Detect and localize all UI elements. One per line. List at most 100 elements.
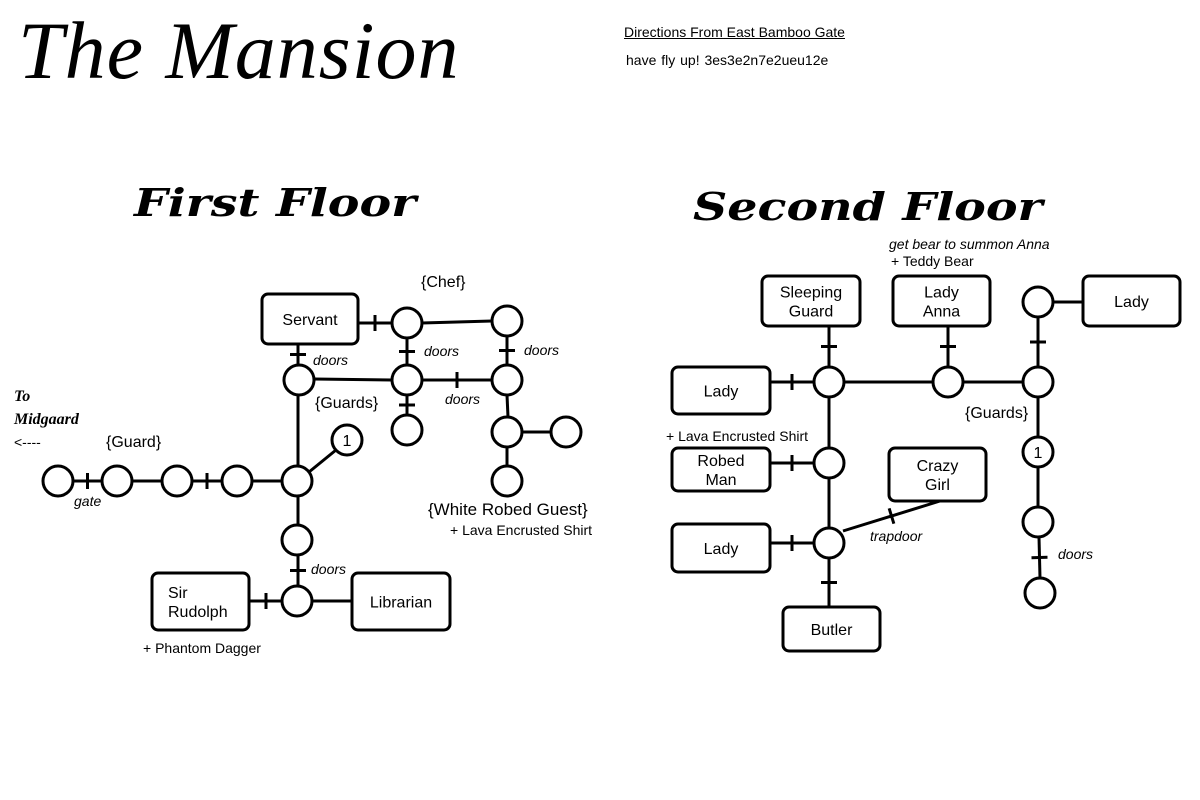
room-node [549,415,583,449]
door-label: doors [313,352,348,368]
npc-box [150,571,251,632]
npc-name: Robed [697,453,744,470]
room-node [490,304,524,338]
room-circle [812,446,846,480]
anna-hint-label: get bear to summon Anna [889,236,1050,252]
room-node [1021,365,1055,399]
guards-label: {Guards} [965,405,1029,422]
npc-name: Crazy [917,458,959,475]
door-marker [887,507,896,525]
room-circle [549,415,583,449]
door-label: doors [424,343,459,359]
room-node [931,365,965,399]
room-circle [280,584,314,618]
room-node [390,306,424,340]
npc-name: Servant [282,312,338,329]
npc-butler: Butler [781,605,882,653]
room-circle [1021,435,1055,469]
room-node [490,363,524,397]
npc-box [260,292,360,346]
room-circle [812,365,846,399]
exit-arrow: <---- [14,434,41,450]
room-circle [390,413,424,447]
chef-label: {Chef} [421,274,466,291]
npc-name: Lady [1114,294,1149,311]
room-node [1023,576,1057,610]
directions-heading[interactable]: Directions From East Bamboo Gate [624,24,845,40]
room-circle [160,464,194,498]
room-circle [220,464,254,498]
door-label: doors [1058,546,1093,562]
connection [308,448,337,474]
map-rooms: 11 [41,285,1057,618]
room-node [220,464,254,498]
room-number: 1 [343,433,352,450]
room-node [812,446,846,480]
room-node [280,584,314,618]
room-circle [100,464,134,498]
exit-label-midgaard: Midgaard [13,411,80,428]
room-node [812,365,846,399]
room-circle [280,464,314,498]
room-node [1021,285,1055,319]
npc-name: Anna [923,304,960,321]
npc-box [781,605,882,653]
room-circle [812,526,846,560]
map-labels: To Midgaard <---- {Guard} gate {Chef} {G… [13,236,1093,656]
connection [421,319,493,325]
door-label: doors [524,342,559,358]
door-label: doors [311,561,346,577]
room-circle [1021,505,1055,539]
room-node [282,363,316,397]
npc-box [1081,274,1182,328]
npc-lady-w2: Lady [670,522,772,574]
map-npcs: ServantSirRudolphLibrarianSleepingGuardL… [150,274,1182,653]
room-circle [280,523,314,557]
trapdoor-label: trapdoor [870,528,923,544]
npc-servant: Servant [260,292,360,346]
npc-box [670,522,772,574]
room-number: 1 [1034,445,1043,462]
npc-name: Rudolph [168,604,228,621]
npc-librarian: Librarian [350,571,452,632]
room-circle [490,415,524,449]
room-node [490,415,524,449]
npc-name: Girl [925,477,950,494]
room-circle [330,423,364,457]
guards-label: {Guards} [315,395,379,412]
directions-text: have fly up! 3es3e2n7e2ueu12e [626,52,829,68]
connection [505,394,510,418]
npc-name: Sleeping [780,285,842,302]
room-circle [1021,285,1055,319]
room-node [41,464,75,498]
room-node [160,464,194,498]
page-title: The Mansion [18,5,460,96]
room-node [280,523,314,557]
connection [313,377,393,382]
room-circle [931,365,965,399]
room-circle [1023,576,1057,610]
room-circle [490,304,524,338]
npc-name: Lady [924,285,959,302]
npc-name: Librarian [370,595,432,612]
room-circle [41,464,75,498]
phantom-dagger-label: + Phantom Dagger [143,640,261,656]
npc-name: Sir [168,585,188,602]
door-label: doors [445,391,480,407]
npc-box [670,365,772,416]
room-circle [282,363,316,397]
second-floor-title: Second Floor [693,184,1043,229]
npc-lady-w1: Lady [670,365,772,416]
teddy-bear-label: + Teddy Bear [891,253,974,269]
room-circle [390,363,424,397]
room-node [390,413,424,447]
room-circle [490,464,524,498]
room-node [490,464,524,498]
npc-name: Lady [704,541,739,558]
white-robed-guest-label: {White Robed Guest} [428,500,588,519]
